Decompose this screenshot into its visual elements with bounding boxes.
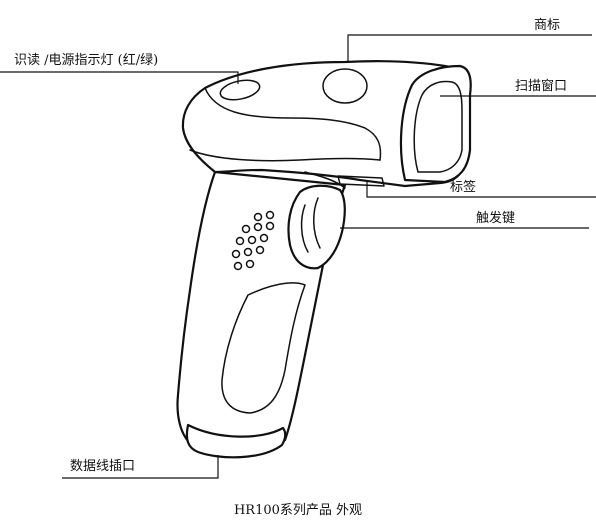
- leader-port: [62, 455, 219, 479]
- trigger-ridge: [300, 204, 309, 253]
- label-indicator: 识读 /电源指示灯 (红/绿): [14, 53, 159, 68]
- label-logo: 商标: [534, 18, 561, 33]
- label-trigger: 触发键: [476, 211, 516, 226]
- leader-logo: [347, 34, 592, 62]
- leader-indicator: [0, 71, 239, 84]
- tag-area: [337, 175, 385, 187]
- logo-oval: [322, 68, 368, 104]
- label-tag: 标签: [450, 180, 477, 195]
- head-seam-2: [204, 87, 382, 161]
- bottom-cap: [185, 423, 287, 459]
- head-seam: [189, 149, 381, 162]
- head-lower-lip: [304, 171, 346, 189]
- trigger-ridge-2: [313, 197, 321, 249]
- label-scan-window: 扫描窗口: [515, 79, 568, 94]
- speaker-holes: [231, 210, 275, 271]
- scan-window-glass: [413, 80, 463, 173]
- figure-caption: HR100系列产品 外观: [233, 503, 363, 518]
- trigger: [287, 184, 346, 270]
- grip-recess: [221, 282, 306, 414]
- label-port: 数据线插口: [70, 459, 136, 474]
- leader-tag: [366, 182, 596, 198]
- scan-window-frame: [399, 64, 472, 184]
